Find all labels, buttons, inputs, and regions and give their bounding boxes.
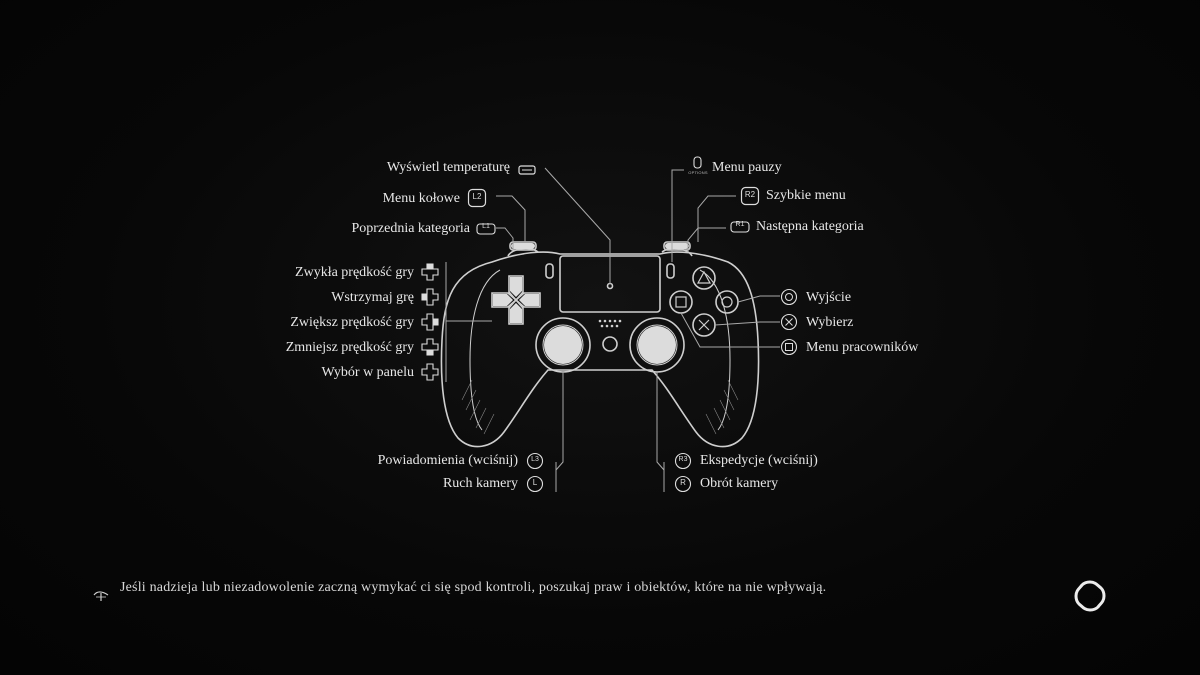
label-circle: Wyjście: [806, 290, 852, 305]
l2-glyph-icon: L2: [467, 188, 487, 213]
label-square: Menu pracowników: [806, 340, 919, 355]
r2-glyph-icon: R2: [740, 186, 760, 211]
loading-tip-text: Jeśli nadzieja lub niezadowolenie zaczną…: [120, 580, 827, 595]
options-glyph-text: OPTIONS: [688, 170, 708, 175]
dpad-down-icon: [421, 338, 439, 361]
dpad-icon: [421, 363, 439, 386]
label-l3: Powiadomienia (wciśnij): [377, 453, 518, 468]
pickaxe-icon: [93, 588, 109, 607]
l1-glyph-icon: L1: [476, 222, 496, 240]
square-glyph-icon: [780, 338, 798, 361]
circle-button: [715, 290, 739, 314]
label-touchpad: Wyświetl temperaturę: [386, 160, 510, 175]
label-l2: Menu kołowe: [382, 191, 460, 206]
l-stick-glyph-icon: L: [526, 475, 544, 498]
options-glyph-icon: OPTIONS: [688, 156, 708, 175]
controller-body: [440, 251, 760, 448]
r-glyph-text: R: [680, 478, 686, 487]
r1-glyph-text: R1: [735, 221, 745, 228]
dpad-graphic: [491, 275, 541, 325]
r-stick-glyph-icon: R: [674, 475, 692, 498]
square-button: [669, 290, 693, 314]
l1-glyph-text: L1: [482, 223, 490, 230]
r3-glyph-text: R3: [678, 456, 688, 463]
cross-glyph-icon: [780, 313, 798, 336]
label-cross: Wybierz: [806, 315, 854, 330]
touchpad-glyph-icon: [518, 162, 536, 180]
l2-glyph-text: L2: [472, 192, 482, 201]
label-options: Menu pauzy: [712, 160, 782, 175]
label-r3: Ekspedycje (wciśnij): [700, 453, 818, 468]
dpad-up-icon: [421, 263, 439, 286]
label-r2: Szybkie menu: [766, 188, 846, 203]
label-dpad-left: Wstrzymaj grę: [331, 290, 414, 305]
dpad-left-icon: [421, 288, 439, 311]
l3-glyph-text: L3: [531, 456, 539, 463]
label-dpad-right: Zwiększ prędkość gry: [290, 315, 414, 330]
l-glyph-text: L: [532, 478, 538, 487]
r1-glyph-icon: R1: [730, 220, 750, 238]
label-dpad-all: Wybór w panelu: [321, 365, 414, 380]
label-dpad-up: Zwykła prędkość gry: [295, 265, 414, 280]
label-l-stick: Ruch kamery: [442, 476, 518, 491]
triangle-button: [692, 266, 716, 290]
label-r-stick: Obrót kamery: [700, 476, 779, 491]
label-dpad-down: Zmniejsz prędkość gry: [285, 340, 414, 355]
l3-glyph-icon: L3: [526, 452, 544, 475]
label-l1: Poprzednia kategoria: [351, 221, 470, 236]
label-r1: Następna kategoria: [756, 219, 864, 234]
circle-glyph-icon: [780, 288, 798, 311]
r2-glyph-text: R2: [744, 190, 756, 199]
loading-ring-icon: [1072, 578, 1108, 619]
dpad-right-icon: [421, 313, 439, 336]
r3-glyph-icon: R3: [674, 452, 692, 475]
